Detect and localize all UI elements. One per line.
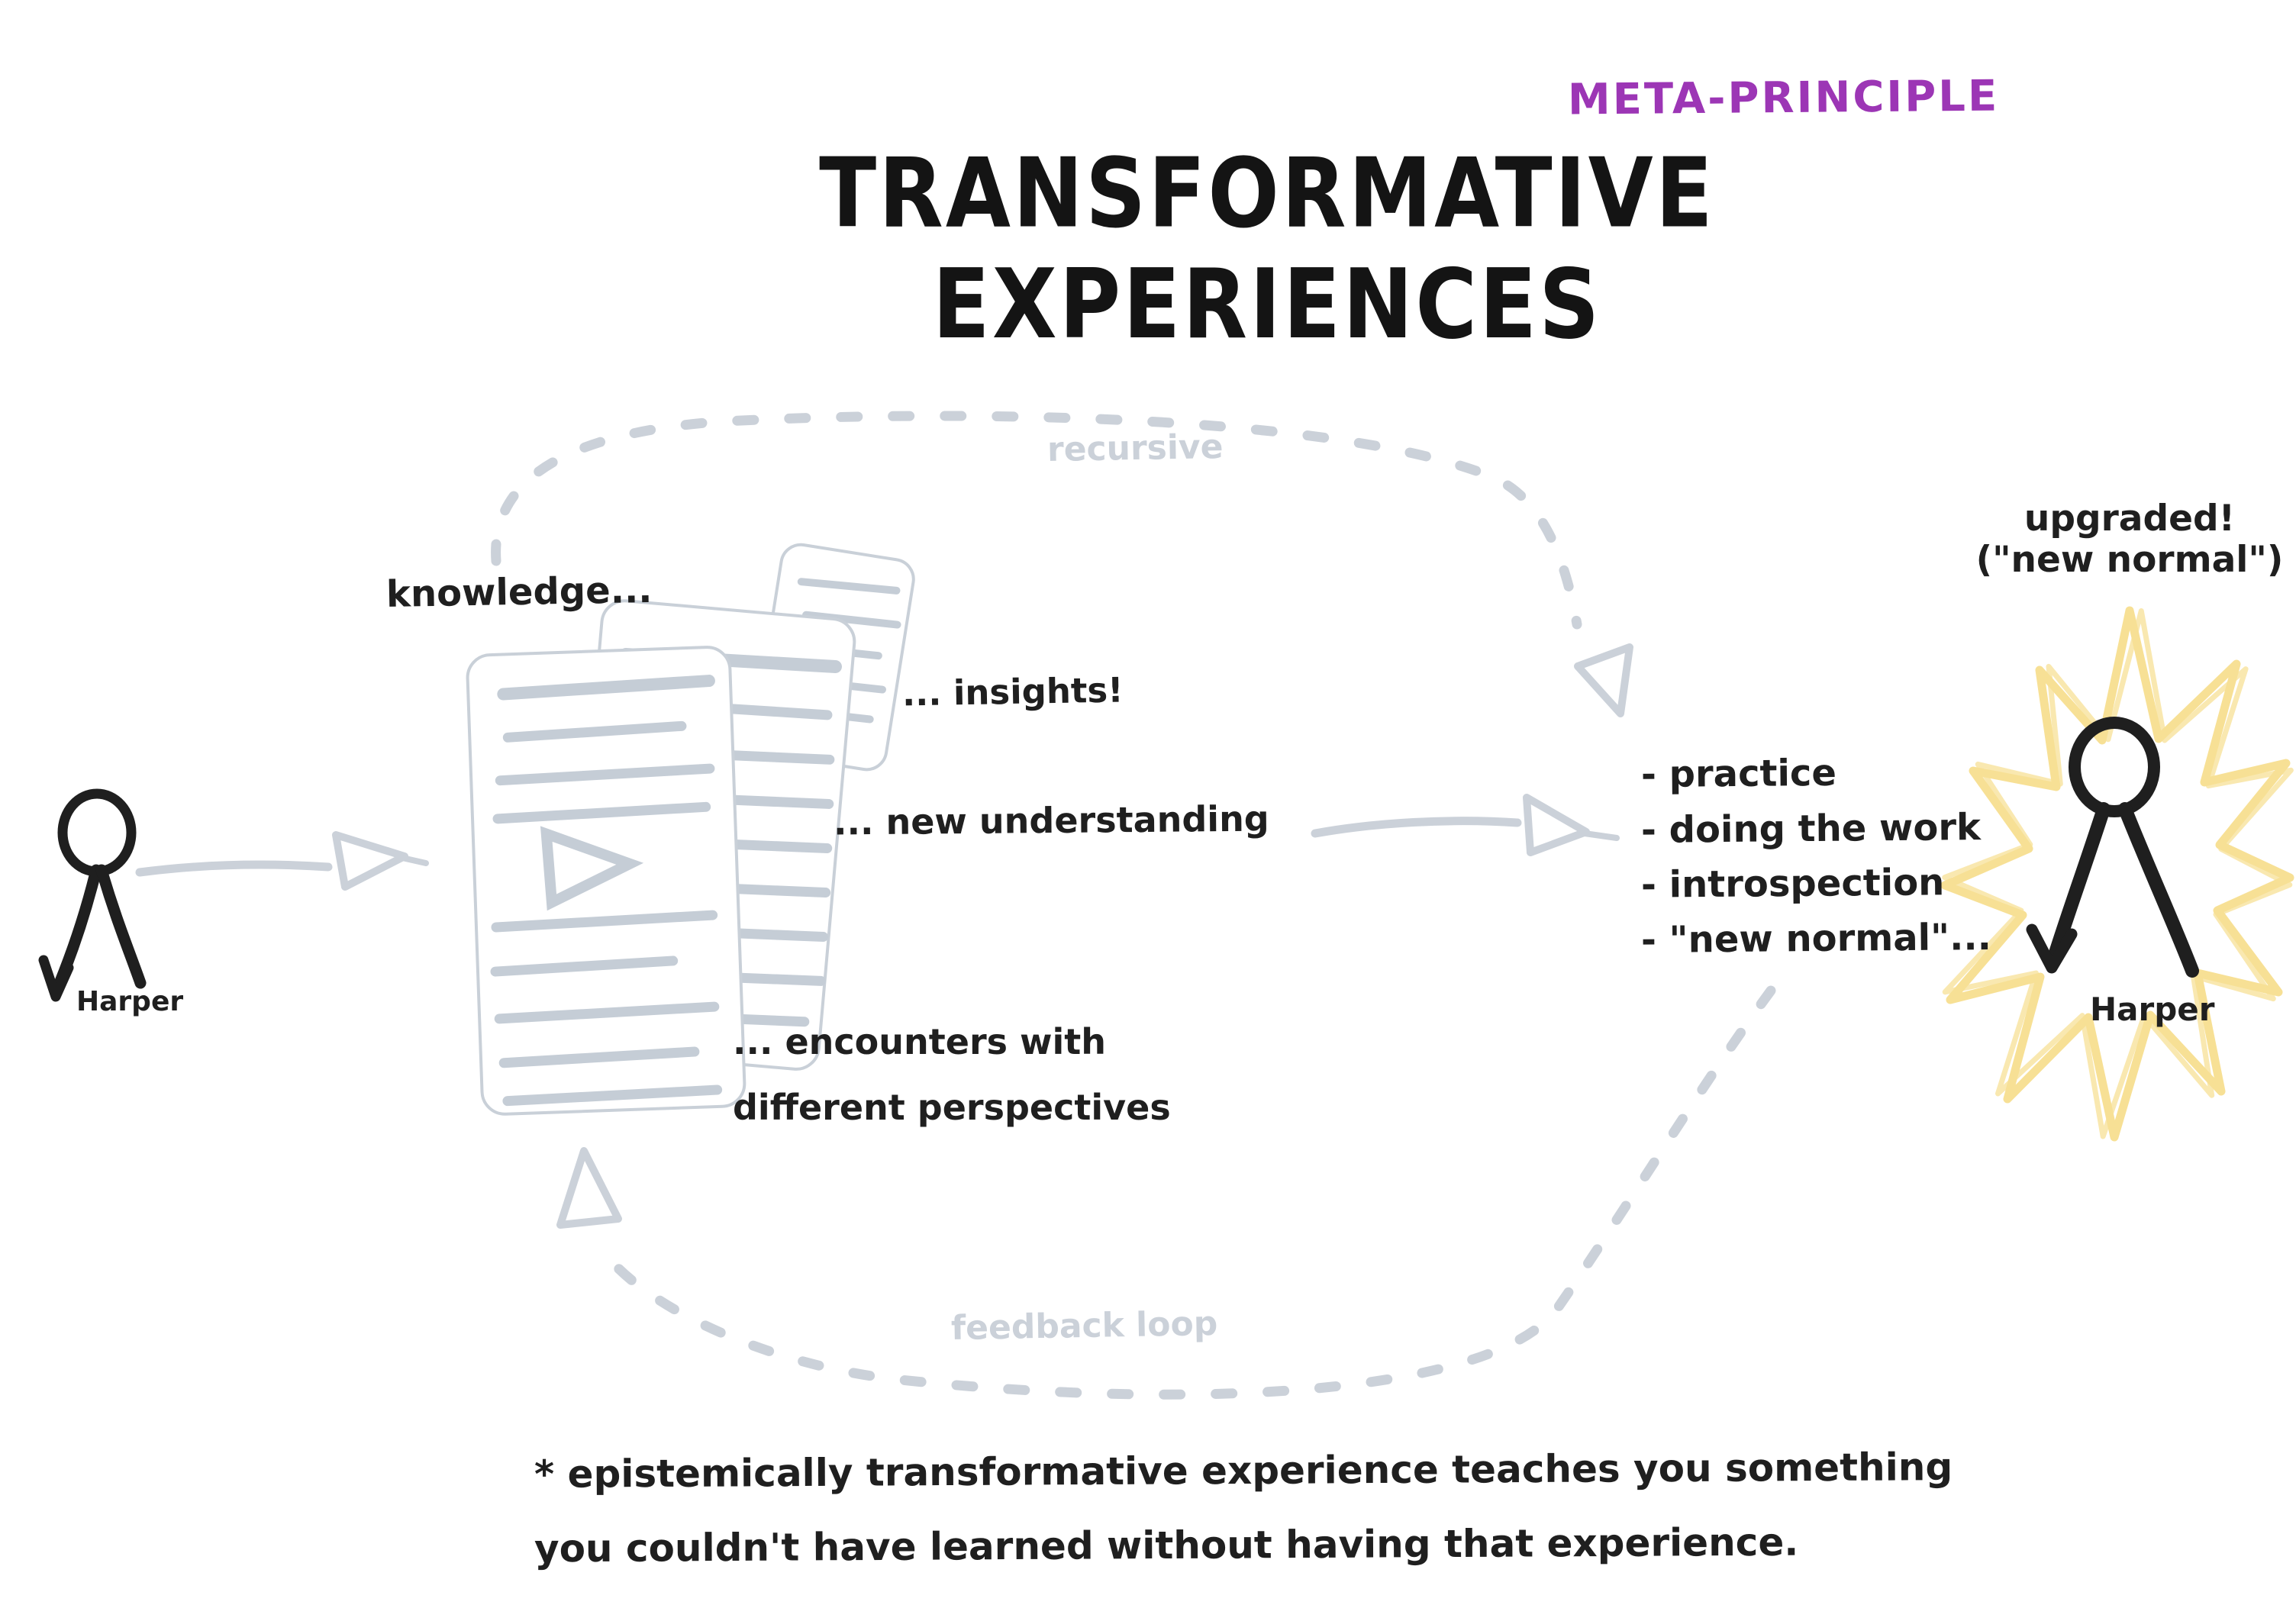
stick-figure-after-icon: [2026, 717, 2199, 978]
practice-list-item: - "new normal"...: [1640, 915, 1992, 962]
practice-list-item: - doing the work: [1640, 806, 1982, 852]
stick-figure-before-icon: [38, 788, 147, 1002]
practice-list-item: - introspection: [1640, 861, 1945, 907]
feedback-loop-arrow-icon: [556, 985, 1776, 1400]
encounters-label-line1: ... encounters with: [733, 1021, 1107, 1062]
arrow-docs-to-practice-icon: [1311, 794, 1620, 856]
starburst-icon: [1940, 606, 2294, 1142]
recursive-loop-label: recursive: [1046, 427, 1224, 470]
document-stack-icon: [466, 543, 915, 1116]
footnote-line2: you couldn't have learned without having…: [534, 1519, 1799, 1571]
encounters-label-line2: different perspectives: [733, 1087, 1171, 1128]
upgraded-label-line2: ("new normal"): [1975, 539, 2284, 581]
upgraded-label-line1: upgraded!: [2024, 498, 2236, 540]
new-understanding-label: ... new understanding: [833, 798, 1269, 843]
insights-label: ... insights!: [901, 669, 1124, 714]
page-title: TRANSFORMATIVE EXPERIENCES: [819, 137, 1715, 360]
recursive-loop-arrow-icon: [491, 411, 1633, 717]
arrow-left-to-docs-icon: [135, 831, 429, 891]
right-figure-name-label: Harper: [2090, 991, 2215, 1028]
practice-list-item: - practice: [1640, 751, 1837, 797]
knowledge-label: knowledge...: [385, 568, 653, 617]
left-figure-name-label: Harper: [76, 986, 184, 1017]
feedback-loop-label: feedback loop: [950, 1304, 1218, 1349]
footnote-line1: * epistemically transformative experienc…: [534, 1445, 1953, 1497]
meta-principle-badge: META-PRINCIPLE: [1567, 71, 2000, 125]
play-triangle-icon: [540, 826, 644, 911]
